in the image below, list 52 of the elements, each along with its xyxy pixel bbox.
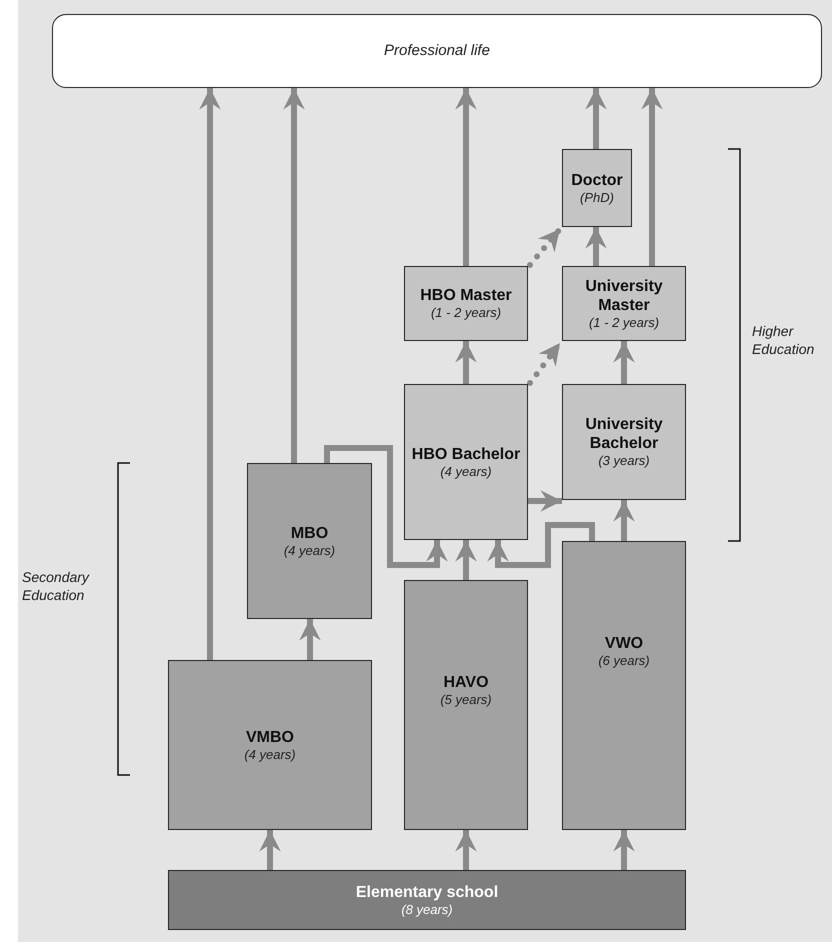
stage-box [404, 384, 528, 540]
dotted-arrow [527, 340, 563, 386]
arrow [613, 830, 635, 870]
stage-box [404, 580, 528, 830]
arrow [299, 619, 321, 660]
stage-note: (PhD) [580, 190, 614, 206]
stage-box [247, 463, 372, 619]
arrow [455, 341, 477, 384]
arrow [487, 522, 595, 568]
arrow [199, 88, 221, 660]
stage-box [562, 266, 686, 341]
stage-note: (6 years) [598, 653, 650, 669]
arrow [585, 88, 607, 149]
stage-name: HBO Bachelor [412, 444, 520, 464]
stage-box [404, 266, 528, 341]
arrow [455, 88, 477, 266]
bracket-label: Secondary Education [22, 568, 90, 604]
arrow [455, 830, 477, 870]
bracket-label: Higher Education [752, 322, 816, 358]
stage-note: (3 years) [598, 453, 650, 469]
destination-box [52, 14, 822, 88]
stage-box [562, 384, 686, 500]
stage-note: (1 - 2 years) [588, 314, 660, 330]
arrow [641, 88, 663, 266]
stage-name: HAVO [443, 673, 489, 692]
stage-box [168, 660, 372, 830]
stage-note: (4 years) [244, 746, 296, 762]
arrow [613, 500, 635, 541]
arrow [613, 341, 635, 384]
stage-name: VWO [604, 634, 644, 653]
stage-box [562, 541, 686, 830]
stage-box [562, 149, 632, 227]
arrow [259, 830, 281, 870]
stage-name: University Bachelor [584, 415, 664, 453]
stage-note: (4 years) [440, 464, 492, 480]
stage-name: University Master [584, 276, 664, 314]
stage-name: Elementary school [356, 882, 498, 902]
stage-note: (1 - 2 years) [430, 305, 502, 321]
stage-box [168, 870, 686, 930]
stage-name: MBO [290, 524, 328, 542]
dotted-arrow [527, 226, 563, 268]
stage-note: Professional life [384, 43, 490, 59]
stage-note: (4 years) [284, 542, 336, 558]
arrow [585, 227, 607, 266]
arrow [283, 88, 305, 463]
arrow [528, 490, 562, 512]
stage-name: HBO Master [420, 286, 512, 305]
arrow [324, 445, 448, 568]
stage-note: (5 years) [440, 692, 492, 708]
stage-name: VMBO [246, 728, 294, 746]
stage-note: (8 years) [401, 902, 453, 918]
stage-name: Doctor [571, 170, 623, 190]
